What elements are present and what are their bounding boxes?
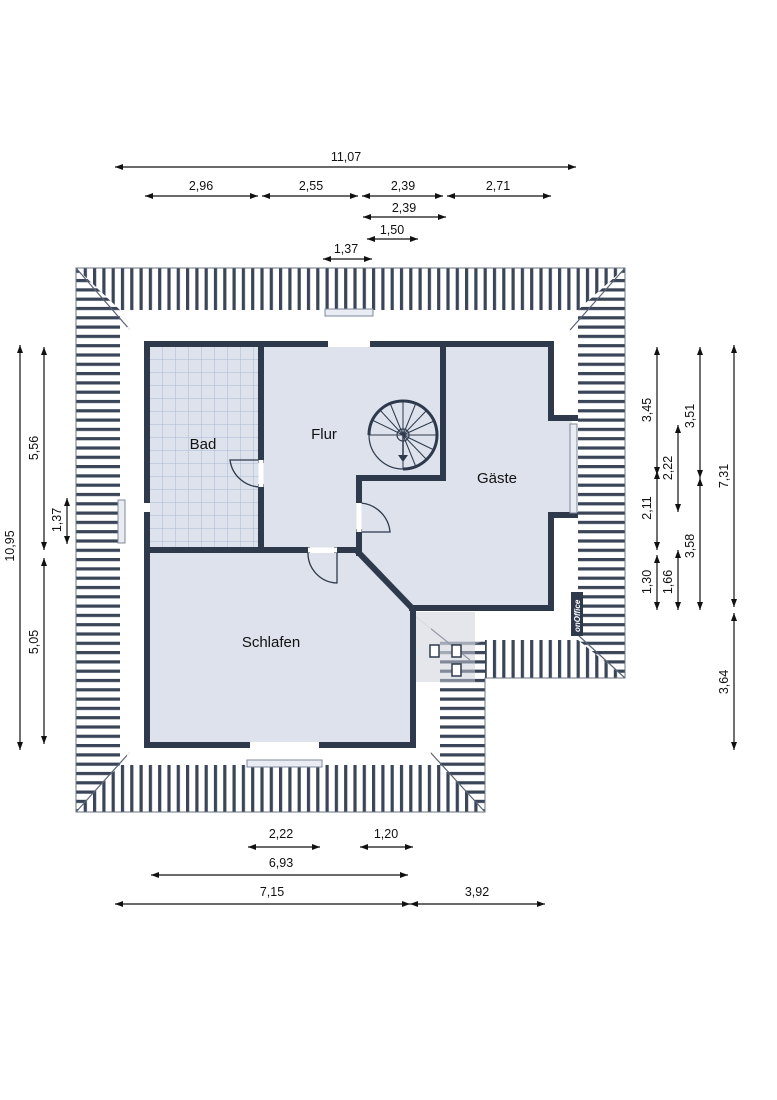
room-label-schlafen: Schlafen <box>242 634 300 651</box>
dim-right-3: 3,51 <box>683 404 697 428</box>
dim-top-2: 2,55 <box>299 179 323 193</box>
doors <box>229 459 391 584</box>
dim-bottom-5: 3,92 <box>465 885 489 899</box>
dim-right-7: 1,30 <box>640 570 654 594</box>
hall-floor <box>261 347 443 548</box>
dim-top-7: 1,37 <box>334 242 358 256</box>
dim-bottom-4: 7,15 <box>260 885 284 899</box>
dim-right-2: 2,22 <box>661 456 675 480</box>
dim-right-6: 3,58 <box>683 534 697 558</box>
dim-top-4: 2,71 <box>486 179 510 193</box>
dim-bottom-2: 1,20 <box>374 827 398 841</box>
dim-top-5: 2,39 <box>392 201 416 215</box>
spiral-staircase <box>367 399 439 471</box>
dim-left-total: 10,95 <box>3 530 17 561</box>
left-window <box>117 499 126 544</box>
dim-top-total: 11,07 <box>331 150 361 164</box>
floors <box>150 347 572 742</box>
dim-left-1: 5,56 <box>27 436 41 460</box>
dim-bottom-1: 2,22 <box>269 827 293 841</box>
svg-text:onOffice: onOffice <box>573 599 582 632</box>
dim-left-3: 5,05 <box>27 630 41 654</box>
dim-top-6: 1,50 <box>380 223 404 237</box>
right-window <box>569 423 578 514</box>
guest-floor <box>359 347 572 605</box>
dim-top-3: 2,39 <box>391 179 415 193</box>
dim-right-4: 7,31 <box>717 464 731 488</box>
dimension-lines <box>17 164 737 907</box>
room-label-bad: Bad <box>190 436 217 453</box>
dim-right-9: 3,64 <box>717 670 731 694</box>
dim-right-5: 2,11 <box>640 496 654 519</box>
dimension-labels: 11,07 2,96 2,55 2,39 2,71 2,39 1,50 1,37… <box>3 150 731 899</box>
room-label-flur: Flur <box>311 426 337 443</box>
dim-right-8: 1,66 <box>661 570 675 594</box>
top-window <box>324 308 374 317</box>
dim-bottom-3: 6,93 <box>269 856 293 870</box>
bath-floor <box>150 347 261 548</box>
room-label-gaeste: Gäste <box>477 470 517 487</box>
chimney <box>429 644 462 677</box>
dim-left-2: 1,37 <box>50 508 64 532</box>
bottom-window <box>246 759 323 768</box>
walls <box>144 341 578 748</box>
dim-right-1: 3,45 <box>640 398 654 422</box>
windows <box>117 308 578 768</box>
onoffice-logo: onOffice <box>571 592 583 636</box>
bedroom-floor <box>150 553 411 742</box>
dim-top-1: 2,96 <box>189 179 213 193</box>
